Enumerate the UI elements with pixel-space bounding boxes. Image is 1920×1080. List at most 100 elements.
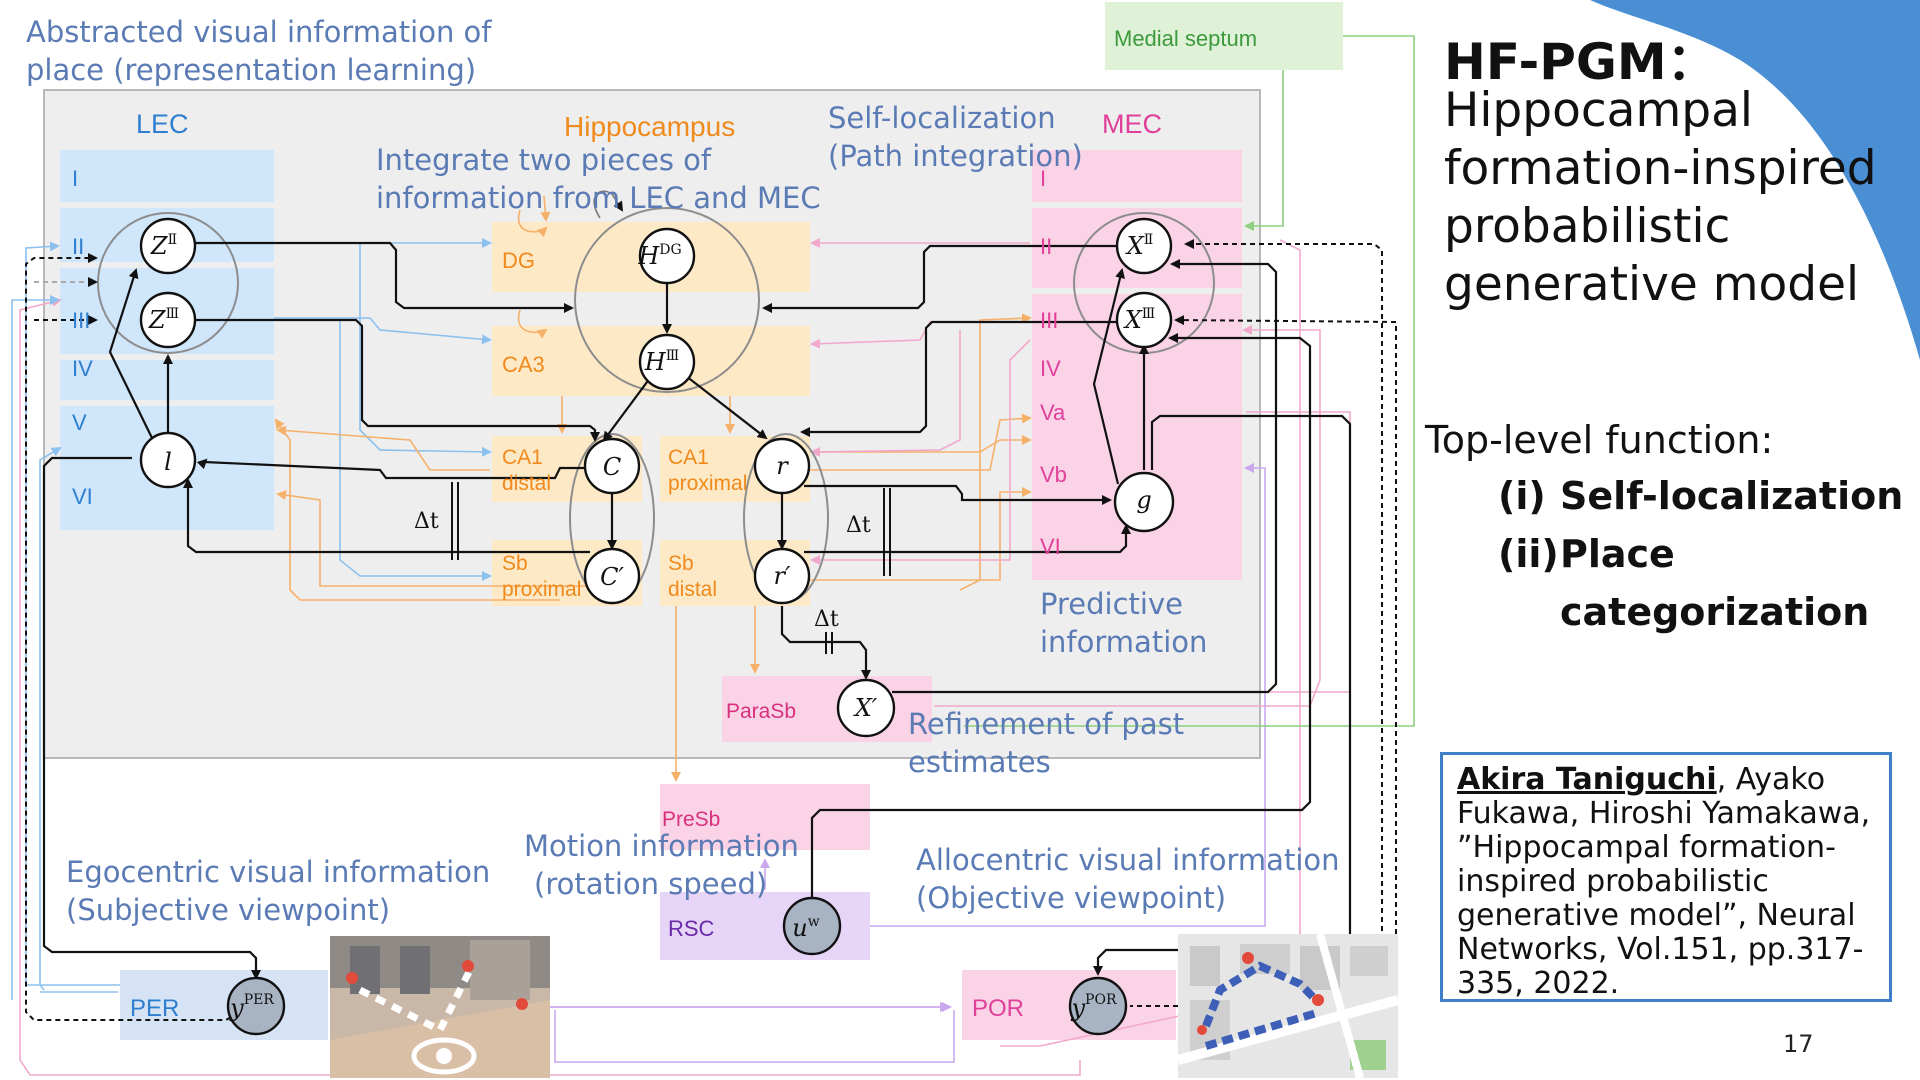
node-x2 [1115,217,1173,275]
node-r [753,437,811,495]
node-c-prime [583,547,641,605]
annotation-allo-1: Allocentric visual information [916,843,1340,877]
lec-layer-2: II [72,234,84,259]
node-circles [139,217,1175,738]
node-z3 [139,291,197,349]
light-connections [11,35,1415,1076]
annotation-refinement-2: estimates [908,745,1051,779]
por-label: POR [972,995,1024,1022]
function-2-label: Place [1560,532,1675,576]
node-h3 [638,333,696,391]
label-yper: yPER [229,992,274,1022]
label-r-prime: r′ [774,562,791,590]
label-z2: ZⅡ [150,232,177,260]
node-yper [226,976,286,1036]
annotation-motion-1: Motion information [524,829,799,863]
label-x2: XⅡ [1125,232,1154,260]
annotation-integrate-1: Integrate two pieces of [376,143,712,177]
mec-layer-7: VI [1040,534,1061,559]
annotation-predictive-1: Predictive [1040,587,1183,621]
ca1-distal-label-2: distal [502,472,551,495]
mec-layer-1: I [1040,166,1046,191]
parasb-label: ParaSb [726,700,796,723]
label-l: l [164,448,172,476]
label-uw: uw [792,914,819,942]
allocentric-map [1176,932,1400,1080]
dg-label: DG [502,248,535,273]
rsc-label: RSC [668,916,715,941]
label-h3: HⅢ [644,348,679,376]
ca1-proximal-label-2: proximal [668,472,747,495]
node-hdg [638,227,696,285]
annotation-refinement-1: Refinement of past [908,707,1184,741]
lec-layer-6: VI [72,484,93,509]
label-x3: XⅢ [1123,306,1156,334]
annotation-motion-2: (rotation speed) [534,867,767,901]
mec-layer-5: Va [1040,400,1066,425]
subtitle-line-4: generative model [1444,257,1860,312]
observed-node-circles [226,896,1128,1036]
label-x-prime: X′ [853,694,878,722]
medial-septum-box [1105,2,1343,70]
node-z2 [139,217,197,275]
mec-label: MEC [1102,109,1162,139]
mec-layer-3: III [1040,308,1058,333]
delta-t-label-left: Δt [414,509,439,534]
lec-layer-4: IV [72,356,93,381]
label-r: r [776,452,789,480]
label-z3: ZⅢ [148,306,179,334]
reference-box: Akira Taniguchi, Ayako Fukawa, Hiroshi Y… [1440,752,1892,1002]
function-2-marker: (ii) [1498,532,1559,576]
function-1-label: Self-localization [1560,474,1904,518]
mec-layer-2: II [1040,234,1052,259]
label-c: C [603,453,621,481]
label-hdg: HDG [637,242,681,270]
sb-proximal-label-2: proximal [502,578,581,601]
corner-decoration [1590,0,1920,360]
node-ypor [1068,976,1128,1036]
annotation-allo-2: (Objective viewpoint) [916,881,1226,915]
ca1-proximal-label-1: CA1 [668,446,709,469]
label-g: g [1136,486,1151,514]
annotation-selfloc-1: Self-localization [828,101,1056,135]
node-l [139,431,197,489]
node-r-prime [753,547,811,605]
main-connections [42,241,1352,980]
sb-proximal-label-1: Sb [502,552,528,575]
delta-t-label-bottom: Δt [814,607,839,632]
annotation-abstracted-2: place (representation learning) [26,53,476,87]
delta-t-label-right: Δt [846,513,871,538]
lec-layer-3: III [72,308,90,333]
reference-author: Akira Taniguchi [1457,762,1717,797]
function-2-label-cont: categorization [1560,590,1870,634]
node-g [1113,471,1175,533]
node-uw [782,896,842,956]
hippocampus-label: Hippocampus [564,111,735,142]
annotation-selfloc-2: (Path integration) [828,139,1083,173]
subtitle-line-2: formation-inspired [1444,141,1877,196]
lec-layer-1: I [72,166,78,191]
sb-distal-label-1: Sb [668,552,694,575]
presb-label: PreSb [662,808,720,831]
annotation-ego-2: (Subjective viewpoint) [66,893,390,927]
lec-layer-5: V [72,410,87,435]
lec-label: LEC [136,109,189,139]
annotation-abstracted-1: Abstracted visual information of [26,15,492,49]
annotation-ego-1: Egocentric visual information [66,855,490,889]
mec-layer-4: IV [1040,356,1061,381]
label-ypor: yPOR [1070,992,1116,1022]
medial-septum-label: Medial septum [1114,26,1257,51]
function-heading: Top-level function: [1425,418,1774,462]
dg-self-loop [593,190,624,219]
subtitle-line-1: Hippocampal [1444,83,1753,138]
annotation-predictive-2: information [1040,625,1207,659]
node-c [583,437,641,495]
delta-t-bars [451,482,891,654]
function-1-marker: (i) [1498,474,1546,518]
reference-text: , Ayako Fukawa, Hiroshi Yamakawa, ”Hippo… [1457,762,1871,1001]
subtitle-line-3: probabilistic [1444,199,1731,254]
slide-title: HF-PGM： [1444,33,1717,91]
label-c-prime: C′ [600,563,624,591]
mec-layer-6: Vb [1040,462,1067,487]
